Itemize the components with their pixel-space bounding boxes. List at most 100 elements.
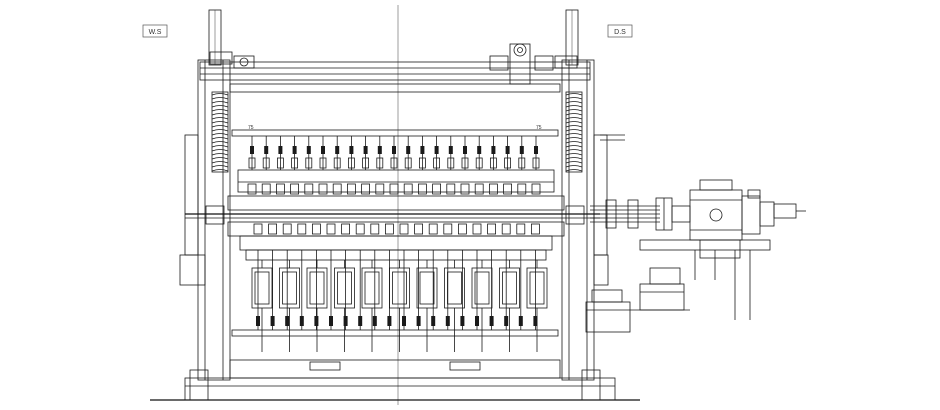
cylinder-inner [337,271,352,305]
drive-motor [689,179,806,241]
lower-roll-nut [402,316,406,326]
drive-side-label: D.S [607,24,633,38]
pass-line [185,205,600,225]
drive-side-text: D.S [614,29,626,36]
upper-roll-chock [361,183,371,195]
lower-roll-chock [531,223,540,235]
upper-roll-nut [292,146,297,154]
upper-roll-block [291,157,299,169]
lower-roll-chock [297,223,307,235]
drive-coupling [655,197,691,231]
upper-roll-chock [460,183,470,195]
cylinder-unit [526,260,548,352]
cylinder-inner [364,271,380,305]
upper-roll-nut [406,146,411,154]
upper-roll-unit [403,136,413,195]
spring-coil [565,105,583,108]
cylinder-unit [499,260,520,352]
upper-roll-nut [392,146,396,154]
lower-roll-nut [445,316,450,326]
upper-roll-nut [448,146,453,154]
upper-roll-nut [477,146,482,154]
lower-roll-nut [299,316,304,326]
upper-roll-unit [488,136,498,195]
lower-roll-nut [416,316,421,326]
upper-roll-unit [290,136,300,195]
dim-left-text: 75 [248,125,254,131]
upper-roll-block [433,157,441,169]
upper-roll-block [276,157,284,169]
spring-coil [211,149,229,152]
upper-roll-chock [403,183,413,195]
upper-roll-unit [332,136,342,195]
lower-roll-nut [504,316,509,326]
tie-rod-right [565,9,579,66]
upper-roll-block [447,157,455,169]
lower-roll-nut [343,316,348,326]
spring-coil [565,141,583,144]
upper-roll-block [376,157,384,169]
lower-roll-nut [489,316,494,326]
lower-roll-chock [428,223,438,235]
lower-roll-units [253,223,540,330]
lower-roll-unit [501,223,511,330]
spring-coil [211,105,229,108]
lower-roll-unit [282,223,292,330]
cylinder-inner [282,271,297,305]
lower-roll-unit [414,223,424,330]
spring-coil [211,137,229,140]
lower-roll-chock [311,223,321,235]
upper-roll-nut [463,146,467,154]
upper-roll-chock [488,183,498,195]
lower-roll-unit [399,223,409,330]
lower-roll-unit [326,223,336,330]
lower-roll-unit [311,223,321,330]
cylinder-inner [529,271,545,305]
cylinder-inner [419,271,435,305]
upper-roll-unit [474,136,484,195]
spring-coil [565,137,583,140]
lower-roll-chock [370,223,380,235]
upper-roll-block [362,157,370,169]
cylinder-inner [254,271,270,305]
upper-roll-chock [261,183,271,195]
work-side-label: W.S [142,24,168,38]
lower-roll-chock [414,223,424,235]
lower-roll-unit [531,223,540,330]
upper-roll-chock [332,183,342,195]
spring-coil [211,125,229,128]
upper-roll-chock [247,183,257,195]
cylinder-inner [309,271,325,305]
spring-coil [211,153,229,156]
spring-coil [211,157,229,160]
upper-roll-unit [275,136,285,195]
upper-roll-nut [420,146,425,154]
upper-roll-nut [335,146,340,154]
spring-coil [565,101,583,104]
upper-roll-nut [264,146,269,154]
upper-roll-nut [349,146,354,154]
upper-roll-chock [375,183,385,195]
upper-roll-block [475,157,483,169]
upper-roll-block [347,157,355,169]
upper-roll-chock [531,183,541,195]
hydraulic-unit-upper [639,267,685,311]
upper-roll-unit [503,136,513,195]
cylinder-inner [392,271,407,305]
upper-roll-unit [346,136,356,195]
upper-roll-nut [519,146,524,154]
lower-roll-nut [475,316,479,326]
upper-roll-unit [389,136,399,195]
upper-roll-unit [460,136,470,195]
adjusting-spring-right [565,91,583,173]
lower-roll-chock [457,223,467,235]
spring-coil [565,157,583,160]
upper-roll-block [461,157,469,169]
lower-roll-chock [516,223,526,235]
upper-roll-unit [531,136,541,195]
spring-coil [565,161,583,164]
upper-roll-nut [505,146,510,154]
spring-coil [565,125,583,128]
lower-roll-unit [355,223,365,330]
